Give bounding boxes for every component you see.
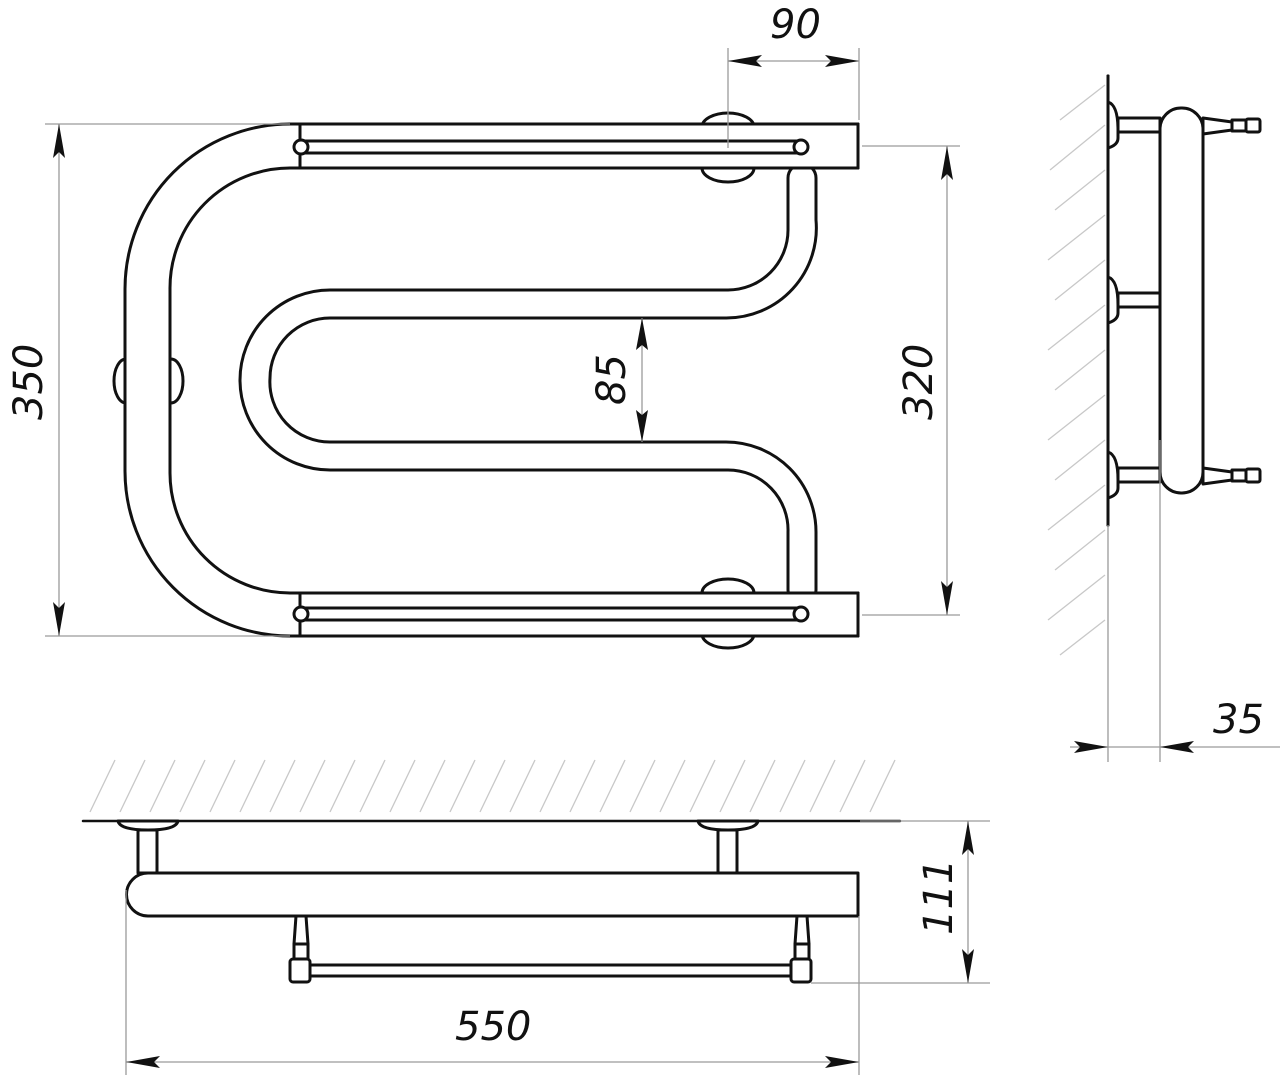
dim-85: 85 [589, 354, 635, 405]
wall-hatch-top [89, 759, 896, 813]
side-pipe [1158, 106, 1205, 495]
top-bracket-left [136, 828, 159, 875]
side-flange-middle [1106, 275, 1120, 325]
side-flange-bottom [1106, 450, 1120, 500]
dim-350: 350 [6, 344, 52, 420]
top-valve-left [288, 914, 312, 984]
dim-90: 90 [770, 2, 821, 48]
front-view: 90 350 85 320 [6, 2, 960, 650]
side-view: 35 [1047, 74, 1280, 762]
side-bracket-middle [1116, 291, 1162, 309]
top-bracket-right [716, 828, 739, 875]
inner-pipe [238, 162, 818, 606]
top-view: 111 550 [81, 759, 990, 1075]
bottom-left-hole [292, 605, 310, 623]
outer-pipe [123, 122, 860, 638]
dim-35: 35 [1213, 697, 1264, 743]
top-valve-right [789, 914, 813, 984]
bottom-bar [298, 591, 860, 638]
side-bracket-top [1116, 116, 1162, 134]
top-bar [298, 122, 860, 170]
top-right-hole [792, 138, 810, 156]
side-valve-top [1201, 116, 1262, 136]
dim-111: 111 [916, 859, 962, 935]
wall-hatch-side [1047, 84, 1106, 656]
top-pipe [125, 871, 860, 918]
dim-320: 320 [896, 344, 942, 420]
bottom-right-hole [792, 605, 810, 623]
side-valve-bottom [1201, 466, 1262, 486]
dim-550: 550 [455, 1004, 531, 1050]
side-bracket-bottom [1116, 466, 1162, 484]
side-flange-top [1106, 100, 1120, 150]
top-left-hole [292, 138, 310, 156]
connector-bar [308, 963, 793, 978]
